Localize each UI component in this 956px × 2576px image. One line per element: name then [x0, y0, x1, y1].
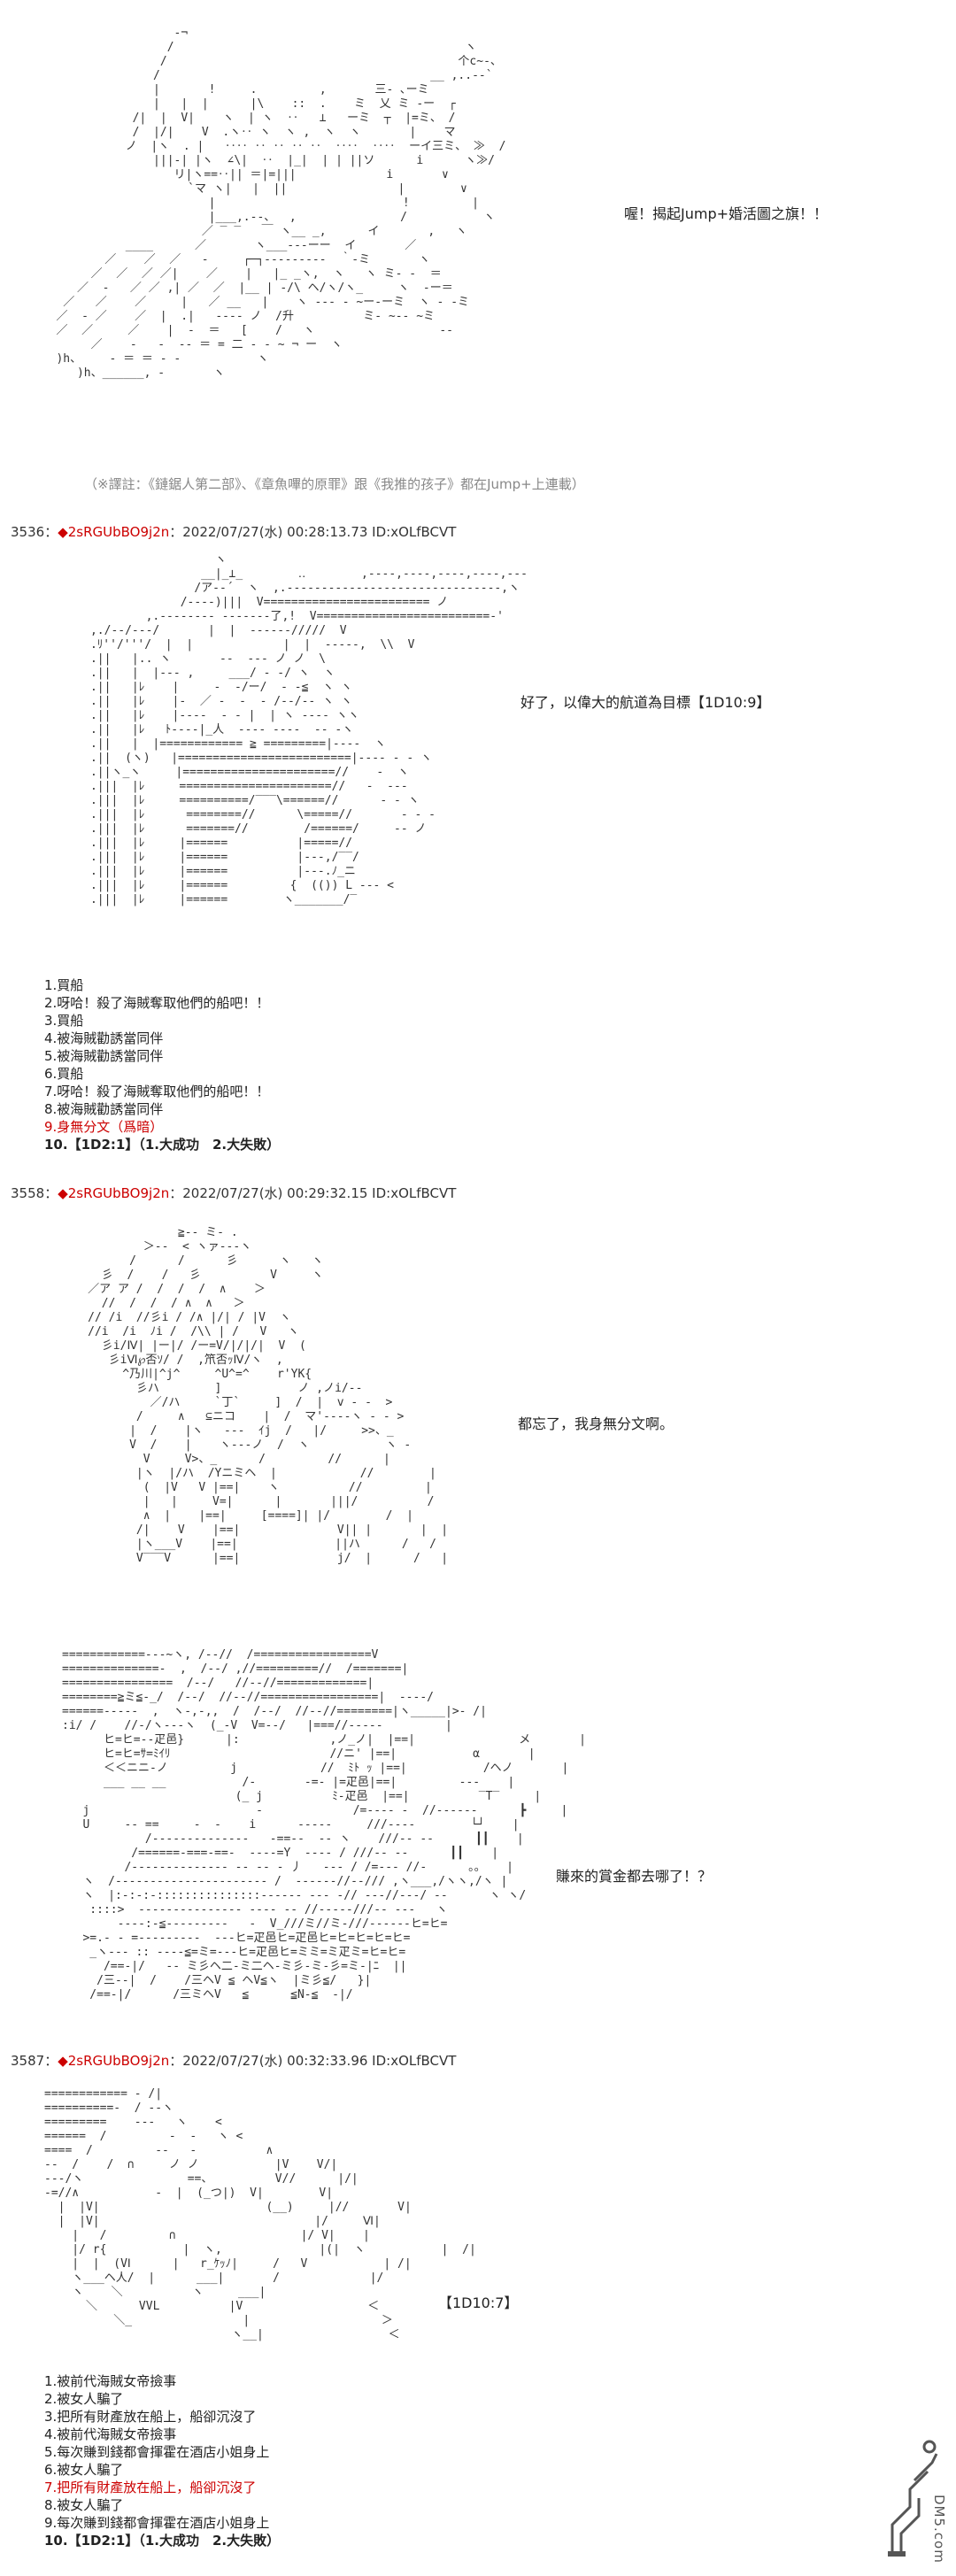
ascii-art-panel-3: ≧‐‐ ミ‐ . ＞‐‐ < ヽァ‐‐‐ヽ / / 彡 ヽ ヽ 彡 / / 彡 … [88, 1226, 449, 1565]
speech-text: 好了，以偉大的航道為目標【1D10:9】 [520, 694, 771, 711]
speech-text: 【1D10:7】 [438, 2294, 519, 2311]
post-separator: ： [44, 2053, 58, 2069]
translator-note: （※譯註：《鏈鋸人第二部》、《章魚嗶的原罪》跟《我推的孩子》都在Jump+上連載… [84, 476, 585, 492]
list-item: 2.呀哈！殺了海賊奪取他們的船吧！！ [44, 995, 270, 1011]
tripcode[interactable]: 2sRGUbBO9j2n [67, 2053, 170, 2069]
list-item: 5.被海賊勸誘當同伴 [44, 1048, 164, 1064]
post-number: 3536 [11, 524, 45, 540]
post-number: 3587 [11, 2053, 45, 2069]
list-item: 3.把所有財產放在船上，船卻沉沒了 [44, 2409, 257, 2425]
tripcode[interactable]: 2sRGUbBO9j2n [67, 524, 170, 540]
watermark-logo-icon [888, 2440, 938, 2557]
choice-list: 1.買船 2.呀哈！殺了海賊奪取他們的船吧！！ 3.買船 4.被海賊勸誘當同伴 … [44, 976, 280, 1153]
list-item: 1.被前代海賊女帝撿事 [44, 2373, 177, 2389]
post-separator: ： [44, 1185, 58, 1201]
ascii-art-panel-1: ‐¬ / ヽ / 个c~-、 / __ ,..-‐` [56, 27, 506, 380]
post-separator: ： [44, 524, 58, 540]
list-item: 8.被海賊勸誘當同伴 [44, 1101, 164, 1117]
ascii-art-panel-5: ============ ‐ /| ==========‐ / ‐‐ヽ ====… [44, 2087, 476, 2341]
speech-text: 喔！揭起Jump+婚活圖之旗！！ [624, 205, 829, 222]
list-item: 10.【1D2:1】（1.大成功 2.大失敗） [44, 2533, 281, 2549]
list-item: 2.被女人騙了 [44, 2391, 124, 2407]
post-header: 3587：◆2sRGUbBO9j2n：2022/07/27(水) 00:32:3… [11, 2051, 456, 2070]
ascii-art-panel-4: ============‐‐‐~ヽ, /‐‐// /==============… [62, 1648, 586, 2001]
list-item: 8.被女人騙了 [44, 2497, 124, 2513]
list-item-selected: 7.把所有財產放在船上，船卻沉沒了 [44, 2480, 257, 2495]
list-item-selected: 9.身無分文（爲暗） [44, 1119, 164, 1135]
trip-diamond-icon: ◆ [58, 524, 68, 540]
list-item: 9.每次賺到錢都會揮霍在酒店小姐身上 [44, 2515, 270, 2531]
post-meta: ：2022/07/27(水) 00:32:33.96 ID:xOLfBCVT [169, 2053, 457, 2069]
speech-text: 賺來的賞金都去哪了！？ [556, 1868, 713, 1885]
choice-list: 1.被前代海賊女帝撿事 2.被女人騙了 3.把所有財產放在船上，船卻沉沒了 4.… [44, 2372, 280, 2549]
post-header: 3536：◆2sRGUbBO9j2n：2022/07/27(水) 00:28:1… [11, 522, 456, 541]
list-item: 6.買船 [44, 1066, 84, 1082]
list-item: 4.被前代海賊女帝撿事 [44, 2426, 177, 2442]
list-item: 3.買船 [44, 1013, 84, 1029]
post-header: 3558：◆2sRGUbBO9j2n：2022/07/27(水) 00:29:3… [11, 1184, 456, 1202]
watermark-text: DM5.com [931, 2495, 947, 2564]
ascii-art-panel-2: ヽ __|_⊥_ ‥ ,-‐‐‐,-‐‐‐,-‐‐‐,-‐‐‐,-‐‐ /ア‐‐… [89, 553, 528, 906]
list-item: 7.呀哈！殺了海賊奪取他們的船吧！！ [44, 1084, 270, 1099]
post-number: 3558 [11, 1185, 45, 1201]
list-item: 6.被女人騙了 [44, 2462, 124, 2478]
list-item: 4.被海賊勸誘當同伴 [44, 1030, 164, 1046]
list-item: 1.買船 [44, 977, 84, 993]
trip-diamond-icon: ◆ [58, 1185, 68, 1201]
post-meta: ：2022/07/27(水) 00:28:13.73 ID:xOLfBCVT [169, 524, 457, 540]
trip-diamond-icon: ◆ [58, 2053, 68, 2069]
post-meta: ：2022/07/27(水) 00:29:32.15 ID:xOLfBCVT [169, 1185, 457, 1201]
list-item: 5.每次賺到錢都會揮霍在酒店小姐身上 [44, 2444, 270, 2460]
tripcode[interactable]: 2sRGUbBO9j2n [67, 1185, 170, 1201]
speech-text: 都忘了，我身無分文啊。 [518, 1415, 675, 1432]
list-item: 10.【1D2:1】（1.大成功 2.大失敗） [44, 1137, 281, 1153]
